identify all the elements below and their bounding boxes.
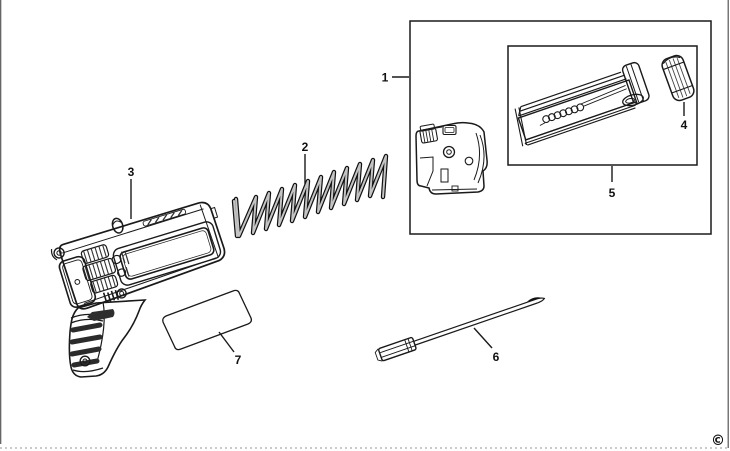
rail-end-cap: [621, 61, 650, 104]
bit-shank-facets: [374, 338, 416, 362]
rail-bottom-flange: [524, 101, 636, 146]
bit-hex-shank: [378, 336, 417, 362]
body-panel-lines: [62, 204, 219, 304]
callout-3: 3: [128, 165, 135, 219]
rail-left-end: [514, 107, 528, 147]
adapter-hole: [464, 156, 474, 166]
callout-4-label: 4: [681, 118, 688, 132]
cap-knurl-lines: [665, 57, 691, 99]
callout-7-label: 7: [235, 353, 242, 367]
front-ear-bolt: [53, 247, 65, 259]
bit-shaft: [413, 297, 546, 346]
clamp-screw: [74, 279, 81, 285]
adapter-inner-lines: [419, 126, 485, 191]
callout-2-label: 2: [302, 140, 309, 154]
feed-pawl-teeth: [102, 289, 120, 303]
top-slot: [142, 208, 187, 227]
adapter-housing: [415, 121, 488, 195]
callout-1: 1: [382, 71, 409, 85]
adapter-boss: [442, 145, 456, 159]
assembly-box-part-1: [409, 20, 712, 235]
top-lug: [111, 217, 124, 234]
cap-seams: [662, 56, 693, 94]
callout-7: 7: [218, 331, 242, 367]
adapter-knurled-knob: [419, 123, 438, 144]
callout-6-label: 6: [493, 350, 500, 364]
feed-rollers: [80, 244, 119, 294]
adapter-latch: [440, 168, 449, 183]
callout-4: 4: [681, 102, 688, 132]
callout-1-label: 1: [382, 71, 389, 85]
callout-5-label: 5: [609, 186, 616, 200]
callout-6-leader: [473, 327, 493, 349]
top-slot-hatch: [147, 209, 183, 226]
rail-hole-row: [542, 103, 585, 124]
window-opening: [119, 227, 215, 280]
screwdriver-bit: [374, 297, 546, 362]
callout-6: 6: [473, 327, 500, 364]
spring: [231, 153, 389, 239]
callout-7-leader: [218, 331, 235, 353]
adapter-outline: [415, 121, 488, 195]
rail-ridge-lines: [539, 85, 627, 126]
rail-hook: [622, 93, 644, 107]
grip-rubber-ribs: [69, 322, 103, 368]
front-ear: [50, 248, 58, 261]
tool-body: [50, 201, 226, 310]
bit-holder-cap: [661, 54, 695, 102]
grip-bolt: [79, 355, 91, 367]
callout-3-label: 3: [128, 165, 135, 179]
grip-outline: [68, 299, 147, 378]
copyright-symbol: ©: [711, 433, 725, 449]
adapter-button: [442, 124, 457, 136]
spring-coil-fill: [233, 155, 387, 237]
tool-grip: [68, 299, 147, 378]
grip-spine-line: [96, 301, 105, 363]
magazine-rail: [514, 61, 650, 147]
trigger-wedge: [87, 309, 115, 321]
feed-gears: [111, 251, 130, 277]
clamp-block: [58, 255, 97, 308]
callout-5: 5: [609, 166, 616, 200]
sticker-label: [162, 289, 253, 351]
mid-bolt: [116, 288, 127, 299]
window-frame: [112, 221, 222, 286]
roller-knurl-lines: [82, 244, 117, 293]
rail-top-strips: [518, 71, 627, 117]
bit-phillips-tip: [526, 297, 544, 302]
callout-2: 2: [302, 140, 309, 184]
kit-box-part-5: [507, 45, 698, 166]
body-outline: [58, 201, 226, 310]
